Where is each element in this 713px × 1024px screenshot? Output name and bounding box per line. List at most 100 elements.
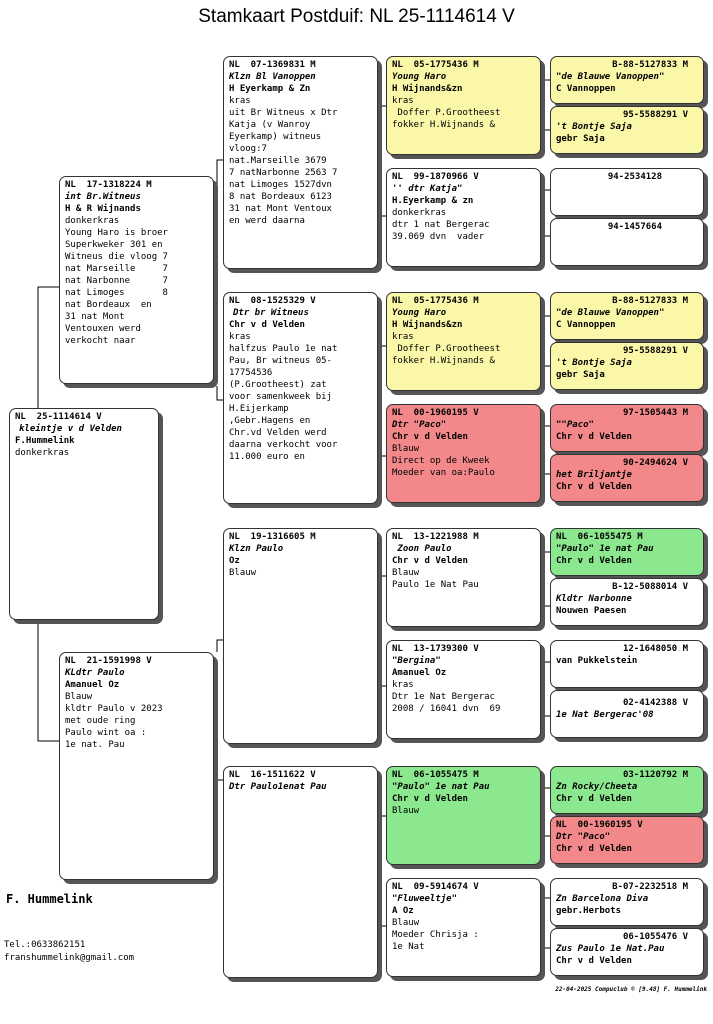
- ring-number: NL 07-1369831 M: [229, 60, 316, 70]
- pigeon-card-g9[interactable]: NL 06-1055475 M "Paulo" 1e nat Pau Chr v…: [550, 528, 704, 576]
- pigeon-card-g16[interactable]: 06-1055476 V Zus Paulo 1e Nat.Pau Chr v …: [550, 928, 704, 976]
- note-line: ,Gebr.Hagens en: [229, 416, 311, 426]
- pigeon-color: kras: [229, 96, 251, 106]
- pigeon-card-g5[interactable]: B-88-5127833 M "de Blauwe Vanoppen" C Va…: [550, 292, 704, 340]
- note-line: Young Haro is broer: [65, 228, 168, 238]
- note-line: H.Eijerkamp: [229, 404, 289, 414]
- pigeon-card-g14[interactable]: NL 00-1960195 V Dtr "Paco" Chr v d Velde…: [550, 816, 704, 864]
- pigeon-name: Dtr Paulo1enat Pau: [229, 782, 327, 792]
- pigeon-card-fmf[interactable]: NL 05-1775436 M Young Haro H Wijnands&zn…: [386, 292, 541, 391]
- note-line: nat Limoges 1527dvn: [229, 180, 332, 190]
- pigeon-card-g15[interactable]: B-07-2232518 M Zn Barcelona Diva gebr.He…: [550, 878, 704, 926]
- pigeon-card-g4[interactable]: 94-1457664: [550, 218, 704, 266]
- pigeon-card-g10[interactable]: B-12-5088014 V Kldtr Narbonne Nouwen Pae…: [550, 578, 704, 626]
- ring-number: 90-2494624 V: [622, 458, 688, 468]
- pigeon-owner: H & R Wijnands: [65, 204, 141, 214]
- pigeon-card-g13[interactable]: 03-1120792 M Zn Rocky/Cheeta Chr v d Vel…: [550, 766, 704, 814]
- pigeon-name: "Bergina": [392, 656, 441, 666]
- note-line: 7 natNarbonne 2563 7: [229, 168, 338, 178]
- note-line: 17754536: [229, 368, 273, 378]
- pigeon-card-g8[interactable]: 90-2494624 V het Briljantje Chr v d Veld…: [550, 454, 704, 502]
- pigeon-card-fm[interactable]: NL 08-1525329 V Dtr br Witneus Chr v d V…: [223, 292, 378, 504]
- pigeon-card-mff[interactable]: NL 13-1221988 M Zoon Paulo Chr v d Velde…: [386, 528, 541, 627]
- ring-number: 03-1120792 M: [622, 770, 688, 780]
- pigeon-owner: Chr v d Velden: [392, 794, 468, 804]
- note-line: Ventouxen werd: [65, 324, 141, 334]
- pigeon-card-g12[interactable]: 02-4142388 V 1e Nat Bergerac'08: [550, 690, 704, 738]
- ring-number: B-12-5088014 V: [612, 582, 688, 592]
- ring-number: NL 17-1318224 M: [65, 180, 152, 190]
- owner-contact: Tel.:0633862151 franshummelink@gmail.com: [4, 939, 134, 965]
- pigeon-name: Young Haro: [392, 308, 447, 318]
- note-line: uit Br Witneus x Dtr: [229, 108, 338, 118]
- pigeon-name: Zn Barcelona Diva: [556, 894, 649, 904]
- pigeon-name: "Fluweeltje": [392, 894, 458, 904]
- note-line: Paulo wint oa :: [65, 728, 147, 738]
- pigeon-name: "Paulo" 1e nat Pau: [556, 544, 654, 554]
- ring-number: NL 13-1221988 M: [392, 532, 479, 542]
- pigeon-card-mother[interactable]: NL 21-1591998 V KLdtr Paulo Amanuel Oz B…: [59, 652, 214, 880]
- ring-number: NL 25-1114614 V: [15, 412, 102, 422]
- pigeon-color: Blauw: [392, 568, 420, 578]
- pigeon-owner: Chr v d Velden: [556, 556, 632, 566]
- note-line: nat Limoges 8: [65, 288, 168, 298]
- pigeon-owner: gebr Saja: [556, 370, 605, 380]
- ring-number: NL 00-1960195 V: [392, 408, 479, 418]
- ring-number: NL 19-1316605 M: [229, 532, 316, 542]
- note-line: nat Marseille 7: [65, 264, 168, 274]
- note-line: fokker H.Wijnands &: [392, 356, 495, 366]
- pigeon-color: Blauw: [65, 692, 93, 702]
- pigeon-card-ff[interactable]: NL 07-1369831 M Klzn Bl Vanoppen H Eyerk…: [223, 56, 378, 269]
- pigeon-color: kras: [392, 96, 414, 106]
- pigeon-card-father[interactable]: NL 17-1318224 M int Br.Witneus H & R Wij…: [59, 176, 214, 384]
- ring-number: B-88-5127833 M: [612, 60, 688, 70]
- pigeon-card-g6[interactable]: 95-5588291 V 't Bontje Saja gebr Saja: [550, 342, 704, 390]
- pigeon-owner: Amanuel Oz: [65, 680, 120, 690]
- page-title: Stamkaart Postduif: NL 25-1114614 V: [198, 6, 515, 27]
- pigeon-name: van Pukkelstein: [556, 656, 638, 666]
- pigeon-color: kras: [229, 332, 251, 342]
- ring-number: NL 00-1960195 V: [556, 820, 643, 830]
- note-line: Katja (v Wanroy: [229, 120, 311, 130]
- pigeon-card-main[interactable]: NL 25-1114614 V kleintje v d Velden F.Hu…: [9, 408, 159, 620]
- note-line: dtr 1 nat Bergerac: [392, 220, 490, 230]
- pigeon-card-fmm[interactable]: NL 00-1960195 V Dtr "Paco" Chr v d Velde…: [386, 404, 541, 503]
- pigeon-name: Zus Paulo 1e Nat.Pau: [556, 944, 665, 954]
- pigeon-card-mf[interactable]: NL 19-1316605 M Klzn Paulo Oz Blauw: [223, 528, 378, 744]
- pigeon-name: "de Blauwe Vanoppen": [556, 308, 665, 318]
- pigeon-owner: H Wijnands&zn: [392, 84, 463, 94]
- ring-number: 12-1648050 M: [622, 644, 688, 654]
- note-line: met oude ring: [65, 716, 136, 726]
- pigeon-card-mmm[interactable]: NL 09-5914674 V "Fluweeltje" A Oz Blauw …: [386, 878, 541, 977]
- pigeon-name: 1e Nat Bergerac'08: [556, 710, 654, 720]
- ring-number: 95-5588291 V: [622, 110, 688, 120]
- ring-number: B-07-2232518 M: [612, 882, 688, 892]
- pigeon-card-g11[interactable]: 12-1648050 M van Pukkelstein: [550, 640, 704, 688]
- pigeon-owner: gebr Saja: [556, 134, 605, 144]
- pigeon-name: Zn Rocky/Cheeta: [556, 782, 638, 792]
- pigeon-owner: gebr.Herbots: [556, 906, 622, 916]
- ring-number: NL 99-1870966 V: [392, 172, 479, 182]
- pigeon-card-mm[interactable]: NL 16-1511622 V Dtr Paulo1enat Pau: [223, 766, 378, 978]
- pigeon-card-g3[interactable]: 94-2534128: [550, 168, 704, 216]
- pigeon-card-mfm[interactable]: NL 13-1739300 V "Bergina" Amanuel Oz kra…: [386, 640, 541, 739]
- ring-number: NL 06-1055475 M: [556, 532, 643, 542]
- note-line: Pau, Br witneus 05-: [229, 356, 332, 366]
- pigeon-card-ffm[interactable]: NL 99-1870966 V '' dtr Katja" H.Eyerkamp…: [386, 168, 541, 267]
- owner-name: F. Hummelink: [6, 892, 93, 906]
- note-line: daarna verkocht voor: [229, 440, 338, 450]
- pigeon-card-g7[interactable]: 97-1505443 M ""Paco" Chr v d Velden: [550, 404, 704, 452]
- ring-number: NL 05-1775436 M: [392, 60, 479, 70]
- pigeon-card-fff[interactable]: NL 05-1775436 M Young Haro H Wijnands&zn…: [386, 56, 541, 155]
- pigeon-name: ""Paco": [556, 420, 594, 430]
- pigeon-color: Blauw: [392, 806, 420, 816]
- pigeon-card-g2[interactable]: 95-5588291 V 't Bontje Saja gebr Saja: [550, 106, 704, 154]
- pigeon-card-mmf[interactable]: NL 06-1055475 M "Paulo" 1e nat Pau Chr v…: [386, 766, 541, 865]
- pigeon-owner: C Vannoppen: [556, 84, 616, 94]
- pigeon-owner: Chr v d Velden: [556, 432, 632, 442]
- pigeon-card-g1[interactable]: B-88-5127833 M "de Blauwe Vanoppen" C Va…: [550, 56, 704, 104]
- note-line: Doffer P.Grootheest: [392, 344, 501, 354]
- pigeon-color: donkerkras: [15, 448, 70, 458]
- ring-number: B-88-5127833 M: [612, 296, 688, 306]
- pigeon-color: Blauw: [392, 444, 420, 454]
